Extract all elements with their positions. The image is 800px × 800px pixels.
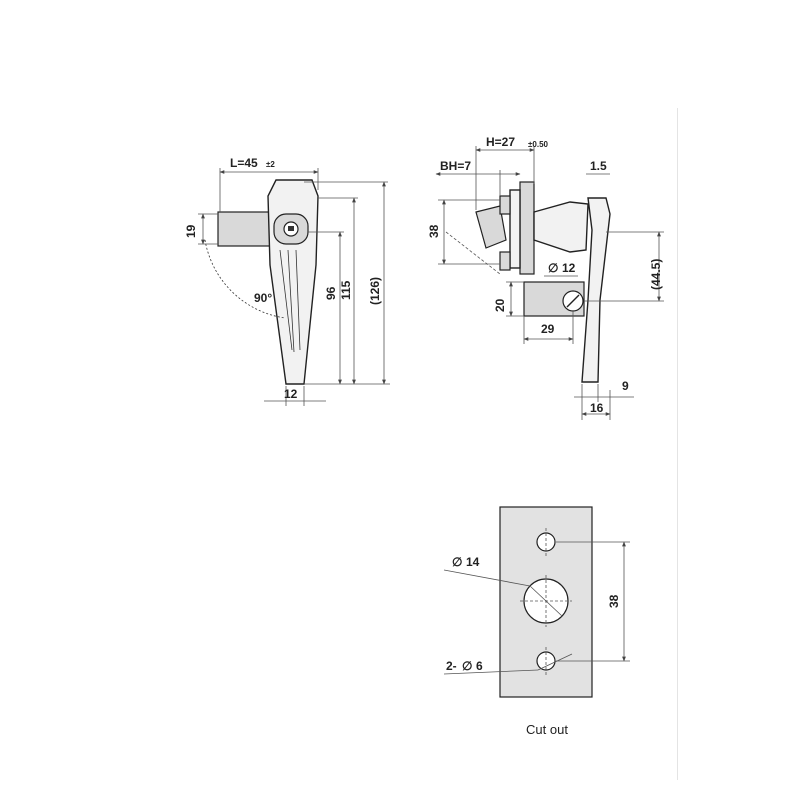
- panel-plate: [509, 189, 521, 269]
- handle-grooves: [279, 249, 301, 353]
- side-view: H=27 ±0.50 BH=7 1.5 38 ∅ 12 (44.5) 20: [427, 135, 664, 420]
- handle-body: [267, 179, 319, 385]
- dim-small-dia: 6: [476, 659, 483, 673]
- dim-hole-dia: 12: [562, 261, 576, 275]
- page-edge-line: [677, 108, 678, 780]
- dim-thickness: 1.5: [590, 159, 607, 173]
- dim-body-height: BH=7: [440, 159, 471, 173]
- dim-small-holes: 2-: [446, 659, 457, 673]
- handle-neck: [533, 201, 589, 253]
- dim-cutout-spacing: 38: [607, 594, 621, 608]
- dim-big-hole: 14: [466, 555, 480, 569]
- dim-offset: (44.5): [649, 259, 663, 290]
- handle-lever: [581, 197, 611, 383]
- lock-shaft: [217, 211, 271, 247]
- cam-stub: [475, 205, 507, 249]
- dim-bracket-h: 20: [493, 298, 507, 312]
- dim-hole-dia-symbol: ∅: [548, 261, 558, 275]
- dim-small-dia-symbol: ∅: [462, 659, 472, 673]
- dim-height-tol: ±0.50: [528, 140, 549, 149]
- dim-rotation: 90°: [254, 291, 272, 305]
- cutout-view: ∅ 14 2- ∅ 6 38: [443, 506, 630, 698]
- front-view: L=45 ±2 19 90° 12 96 115 (126): [184, 156, 390, 406]
- flange: [519, 181, 535, 275]
- dim-height-total: H=27: [486, 135, 515, 149]
- keyhole-slot: [288, 226, 294, 231]
- dim-h3: (126): [368, 277, 382, 305]
- dim-big-hole-symbol: ∅: [452, 555, 462, 569]
- bolt-bottom: [499, 251, 511, 271]
- rotation-arc: [204, 239, 286, 319]
- dim-length: L=45: [230, 156, 258, 170]
- dim-width: 12: [284, 387, 298, 401]
- bolt-top: [499, 195, 511, 215]
- dim-depth: 16: [590, 401, 604, 415]
- cutout-caption: Cut out: [526, 722, 568, 737]
- dim-hole-spacing: 38: [427, 224, 441, 238]
- dim-bracket-w: 29: [541, 322, 555, 336]
- dim-length-tol: ±2: [266, 160, 275, 169]
- dim-key-height: 19: [184, 224, 198, 238]
- dim-h2: 115: [339, 280, 353, 300]
- dim-tip: 9: [622, 379, 629, 393]
- dim-h1: 96: [324, 286, 338, 300]
